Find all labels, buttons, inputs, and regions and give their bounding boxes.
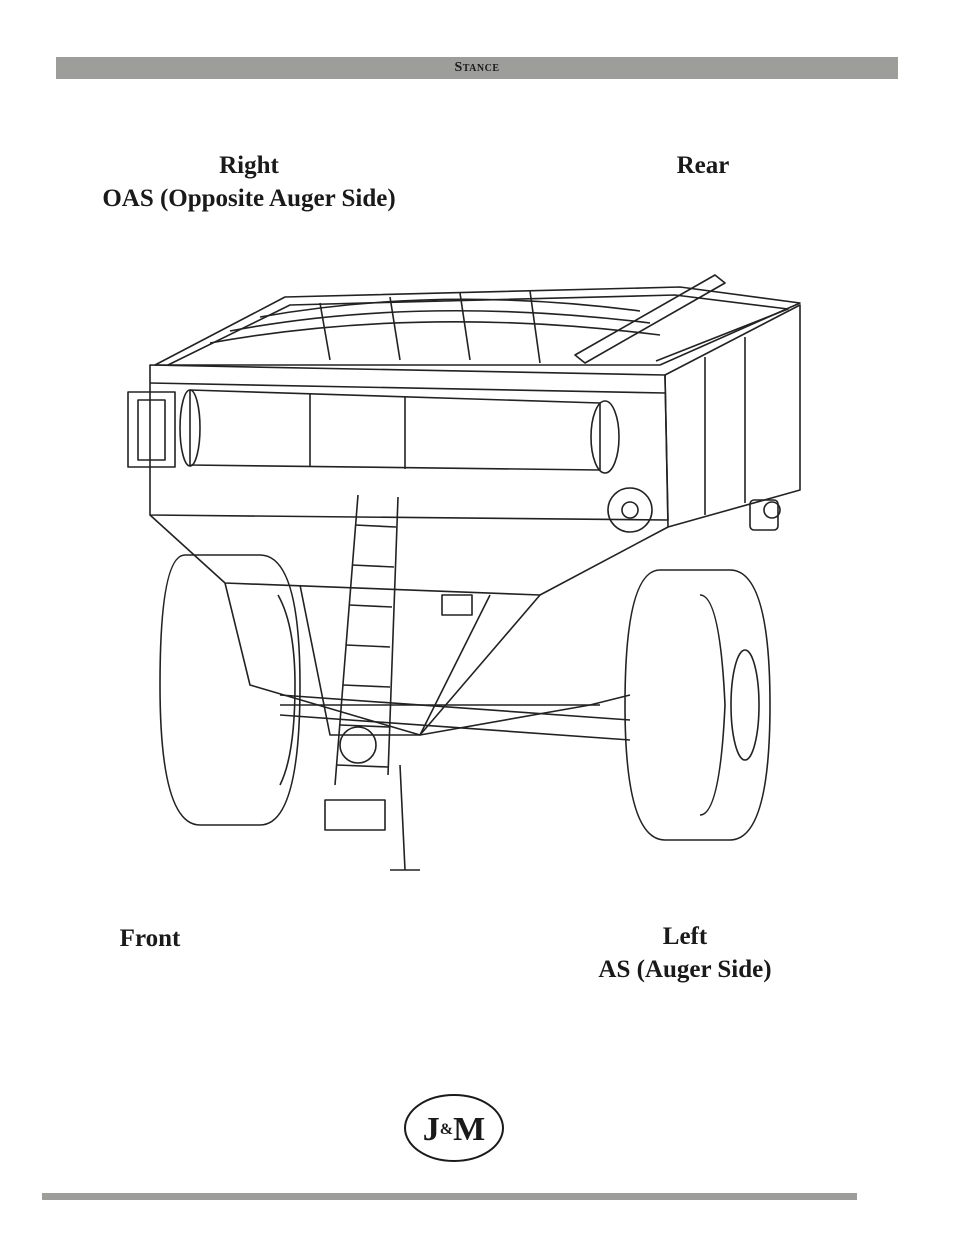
right-wheel bbox=[624, 569, 771, 841]
left-wheel bbox=[159, 554, 301, 826]
tarp-roller bbox=[574, 274, 726, 364]
section-title: Stance bbox=[454, 60, 500, 75]
ladder bbox=[334, 494, 399, 786]
hopper bbox=[149, 514, 669, 596]
right-label-title: Right bbox=[219, 152, 279, 179]
right-side-label: Right OAS (Opposite Auger Side) bbox=[84, 149, 414, 215]
frame bbox=[299, 584, 491, 736]
svg-text:J&M: J&M bbox=[423, 1111, 485, 1148]
left-label-subtitle: AS (Auger Side) bbox=[598, 956, 772, 983]
axle bbox=[279, 694, 631, 741]
rear-label: Rear bbox=[676, 152, 730, 179]
jm-logo: J&M bbox=[404, 1094, 504, 1162]
left-label-title: Left bbox=[662, 923, 708, 950]
right-label-subtitle: OAS (Opposite Auger Side) bbox=[102, 185, 396, 212]
box-side-panel bbox=[664, 304, 801, 528]
section-header-bar: Stance bbox=[56, 57, 898, 79]
front-label: Front bbox=[119, 925, 181, 952]
jack-stand bbox=[390, 764, 420, 871]
hitch bbox=[324, 799, 386, 831]
left-side-label: Left AS (Auger Side) bbox=[585, 920, 785, 986]
grain-cart-illustration bbox=[127, 274, 801, 871]
auger-tube bbox=[189, 389, 601, 471]
footer-bar bbox=[42, 1193, 857, 1200]
tarp-top bbox=[154, 286, 801, 366]
